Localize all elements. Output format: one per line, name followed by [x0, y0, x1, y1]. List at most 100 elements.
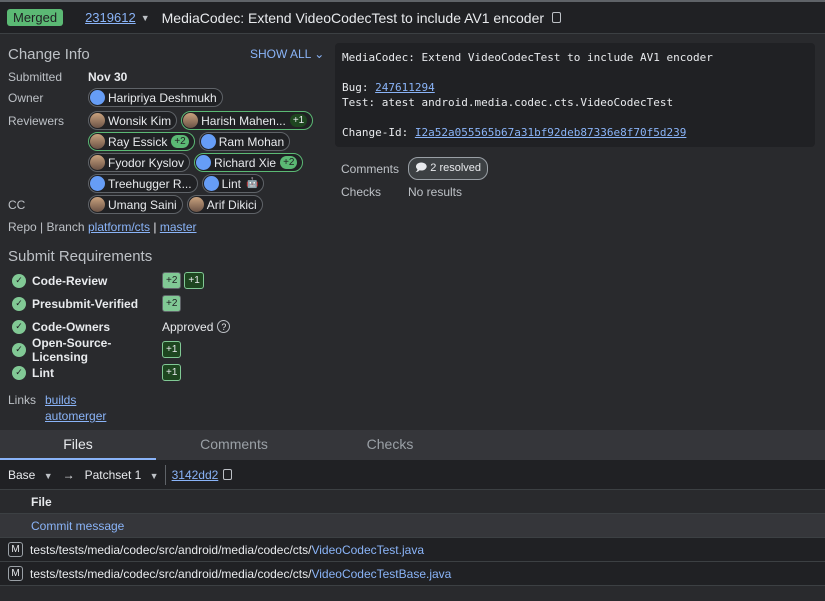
patchset-bar: Base ▼ → Patchset 1 ▼ 3142dd2 [0, 460, 825, 490]
avatar [90, 113, 105, 128]
avatar [90, 90, 105, 105]
divider [164, 464, 166, 485]
file-list-header: File [0, 490, 825, 514]
file-name-link[interactable]: VideoCodecTestBase.java [311, 566, 452, 581]
repo-link[interactable]: platform/cts [88, 220, 151, 234]
change-number-link[interactable]: 2319612 [85, 10, 136, 25]
file-dir: tests/tests/media/codec/src/android/medi… [30, 542, 312, 557]
separator: | [153, 220, 157, 234]
comment-icon: 🗩 [415, 162, 428, 174]
checks-label: Checks [341, 184, 382, 199]
base-dropdown[interactable]: Base ▼ [8, 468, 53, 482]
branch-link[interactable]: master [159, 220, 197, 234]
vote-badge: +1 [162, 364, 182, 381]
help-icon[interactable]: ? [217, 320, 231, 333]
reviewer-name: Wonsik Kim [108, 113, 172, 128]
comments-label: Comments [341, 161, 400, 176]
reviewers-label: Reviewers [8, 114, 65, 128]
bug-label: Bug: [342, 81, 376, 94]
builds-link[interactable]: builds [45, 393, 77, 407]
comments-resolved-chip[interactable]: 🗩 2 resolved [408, 157, 489, 180]
automerger-link[interactable]: automerger [45, 409, 107, 423]
avatar [183, 113, 199, 128]
change-id-link[interactable]: I2a52a055565b67a31bf92deb87336e8f70f5d23… [414, 126, 687, 139]
requirement-status: Approved [162, 319, 214, 334]
avatar [90, 176, 105, 191]
checks-value: No results [408, 184, 463, 199]
reviewer-chip[interactable]: Ray Essick+2 [88, 132, 195, 151]
cc-chip[interactable]: Arif Dikici [186, 195, 263, 214]
patchset-dropdown[interactable]: Patchset 1 ▼ [85, 468, 159, 482]
reviewer-name: Ray Essick [108, 134, 168, 149]
show-all-label: SHOW ALL [250, 47, 311, 61]
reviewer-chip[interactable]: Harish Mahen...+1 [181, 111, 314, 130]
repo-branch-label: Repo | Branch [8, 220, 85, 234]
copy-icon[interactable] [223, 469, 233, 480]
tab-comments[interactable]: Comments [200, 436, 268, 452]
reviewer-chip[interactable]: Richard Xie+2 [194, 153, 304, 172]
reviewer-chip[interactable]: Ram Mohan [198, 132, 291, 151]
reviewer-name: Treehugger R... [108, 176, 192, 191]
reviewer-name: Richard Xie [214, 155, 277, 170]
reviewer-chip[interactable]: Fyodor Kyslov [88, 153, 191, 172]
copy-icon[interactable] [552, 12, 562, 23]
vote-badge: +1 [184, 272, 204, 289]
vote-badge: +2 [162, 295, 182, 312]
chevron-down-icon[interactable]: ▼ [140, 12, 150, 23]
change-id-label: Change-Id: [342, 126, 415, 139]
comments-count: 2 resolved [430, 162, 482, 174]
avatar [196, 155, 212, 170]
reviewer-name: Ram Mohan [218, 134, 285, 149]
requirement-row: ✓Code-Review+2+1 [8, 269, 323, 292]
reviewer-chip[interactable]: Lint🤖 [201, 174, 265, 193]
cc-name: Umang Saini [108, 197, 177, 212]
requirement-row: ✓ Presubmit-Verified +2 [8, 292, 323, 315]
chevron-down-icon: ▼ [43, 470, 53, 481]
modified-icon: M [8, 542, 23, 557]
check-circle-icon: ✓ [12, 296, 26, 311]
commit-subject: MediaCodec: Extend VideoCodecTest to inc… [342, 51, 713, 64]
reviewer-chip[interactable]: Wonsik Kim [88, 111, 178, 130]
avatar [90, 197, 105, 212]
patchset-label: Patchset 1 [84, 467, 142, 482]
owner-chip[interactable]: Haripriya Deshmukh [88, 88, 223, 107]
requirement-row: ✓ Lint +1 [8, 361, 323, 384]
robot-icon: 🤖 [245, 178, 259, 189]
requirement-name: Open-Source-Licensing [32, 335, 112, 364]
show-all-button[interactable]: SHOW ALL ⌄ [250, 47, 324, 61]
vote-badge: +2 [162, 272, 182, 289]
change-info-heading: Change Info [8, 46, 90, 63]
reviewer-name: Harish Mahen... [201, 113, 286, 128]
submitted-value: Nov 30 [88, 70, 128, 84]
reviewer-chip[interactable]: Treehugger R... [88, 174, 198, 193]
check-circle-icon: ✓ [12, 319, 26, 334]
avatar [188, 197, 204, 212]
requirement-name: Presubmit-Verified [32, 296, 139, 311]
file-row[interactable]: Commit message [0, 514, 825, 538]
vote-badge: +2 [280, 156, 298, 169]
commit-sha-link[interactable]: 3142dd2 [171, 467, 219, 482]
chevron-down-icon: ⌄ [314, 47, 325, 61]
avatar [90, 155, 105, 170]
commit-message-link[interactable]: Commit message [31, 518, 125, 533]
arrow-icon: → [62, 467, 75, 482]
cc-name: Arif Dikici [206, 197, 257, 212]
avatar [200, 134, 216, 149]
test-line: Test: atest android.media.codec.cts.Vide… [342, 96, 674, 109]
modified-icon: M [8, 566, 23, 581]
file-name-link[interactable]: VideoCodecTest.java [311, 542, 424, 557]
requirement-name: Code-Owners [32, 319, 111, 334]
check-circle-icon: ✓ [12, 365, 26, 380]
requirement-name: Lint [32, 365, 54, 380]
status-badge: Merged [7, 9, 64, 26]
vote-badge: +1 [289, 114, 308, 127]
bug-link[interactable]: 247611294 [375, 81, 435, 94]
requirement-row: ✓Open-Source-Licensing+1 [8, 335, 323, 364]
tab-checks[interactable]: Checks [366, 436, 414, 452]
tab-files[interactable]: Files [0, 430, 156, 460]
cc-chip[interactable]: Umang Saini [88, 195, 183, 214]
